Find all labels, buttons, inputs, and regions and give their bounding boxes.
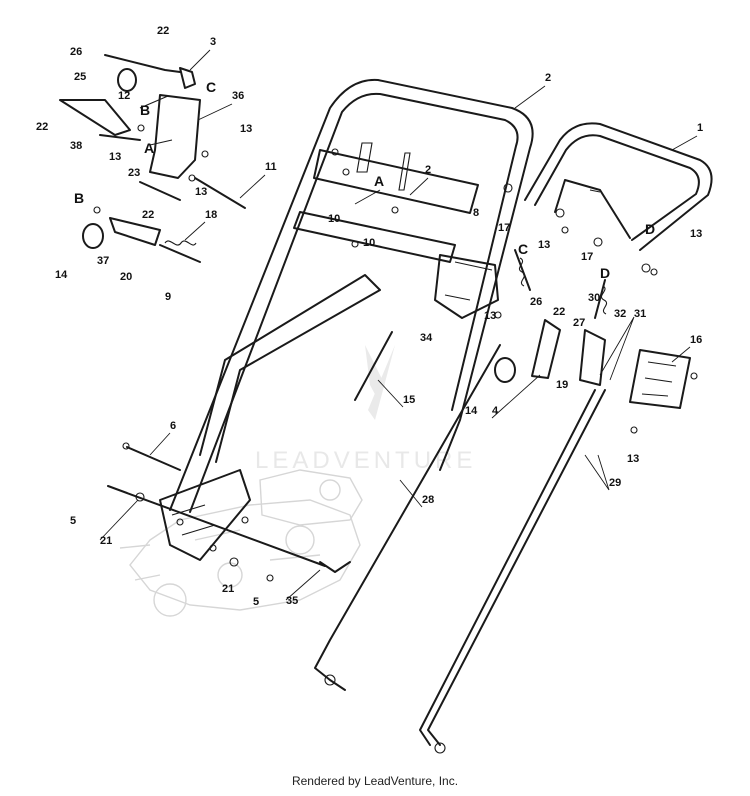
callout-c-A1: A — [144, 140, 154, 156]
callout-c-22a: 22 — [157, 25, 169, 37]
callout-c-A2: A — [374, 173, 384, 189]
callout-c-13a: 13 — [240, 123, 252, 135]
callout-c-28: 28 — [422, 494, 434, 506]
callout-c-22c: 22 — [142, 209, 154, 221]
watermark-text: LEADVENTURE — [255, 447, 476, 474]
callout-c-13e: 13 — [690, 228, 702, 240]
callout-c-26a: 26 — [70, 46, 82, 58]
callout-c-5a: 5 — [70, 515, 76, 527]
callout-c-32: 32 — [614, 308, 626, 320]
callout-c-2a: 2 — [545, 72, 551, 84]
callout-c-38: 38 — [70, 140, 82, 152]
callout-c-15: 15 — [403, 394, 415, 406]
callout-c-21b: 21 — [222, 583, 234, 595]
left-control-assembly — [59, 54, 246, 263]
callout-c-23: 23 — [128, 167, 140, 179]
callout-c-13g: 13 — [627, 453, 639, 465]
pin-6-and-hardware — [107, 442, 351, 582]
callout-c-D1: D — [645, 221, 655, 237]
callout-c-21a: 21 — [100, 535, 112, 547]
callout-c-31: 31 — [634, 308, 646, 320]
callout-c-9: 9 — [165, 291, 171, 303]
watermark: LEADVENTURE — [255, 345, 476, 474]
callout-c-18: 18 — [205, 209, 217, 221]
callout-c-22b: 22 — [36, 121, 48, 133]
callout-c-29: 29 — [609, 477, 621, 489]
callout-c-34: 34 — [420, 332, 433, 344]
callout-c-13d: 13 — [538, 239, 550, 251]
callout-c-C2: C — [518, 241, 528, 257]
callout-c-4: 4 — [492, 405, 499, 417]
callout-c-B1: B — [140, 102, 150, 118]
callout-c-10b: 10 — [363, 237, 375, 249]
callout-c-14a: 14 — [55, 269, 68, 281]
callout-c-20: 20 — [120, 271, 132, 283]
callout-c-22d: 22 — [553, 306, 565, 318]
right-control-assembly — [434, 183, 698, 434]
callout-c-2b: 2 — [425, 164, 431, 176]
callout-c-8: 8 — [473, 207, 479, 219]
callout-c-12: 12 — [118, 90, 130, 102]
leader-lines — [99, 49, 698, 601]
callout-c-D2: D — [600, 265, 610, 281]
control-cables — [314, 344, 606, 754]
footer-credit: Rendered by LeadVenture, Inc. — [291, 774, 459, 788]
callout-c-10a: 10 — [328, 213, 340, 225]
callout-c-13f: 13 — [484, 310, 496, 322]
upper-bail — [524, 122, 713, 251]
callout-c-B2: B — [74, 190, 84, 206]
callout-c-6: 6 — [170, 420, 176, 432]
callout-c-11: 11 — [265, 161, 277, 173]
callout-c-26b: 26 — [530, 296, 542, 308]
callout-c-13b: 13 — [109, 151, 121, 163]
callout-c-14b: 14 — [465, 405, 478, 417]
callout-c-17b: 17 — [581, 251, 593, 263]
callout-c-35: 35 — [286, 595, 298, 607]
transmission-ghost — [119, 469, 363, 617]
callout-c-16: 16 — [690, 334, 702, 346]
callout-c-5b: 5 — [253, 596, 259, 608]
callout-c-1: 1 — [697, 122, 703, 134]
callout-c-27: 27 — [573, 317, 585, 329]
callout-c-25: 25 — [74, 71, 86, 83]
rod-15 — [354, 331, 393, 401]
callout-c-19: 19 — [556, 379, 568, 391]
callout-c-17a: 17 — [498, 222, 510, 234]
exploded-parts-diagram: LEADVENTURE — [36, 25, 713, 754]
callout-c-3: 3 — [210, 36, 216, 48]
callout-c-37: 37 — [97, 255, 109, 267]
callout-c-30: 30 — [588, 292, 600, 304]
callout-c-C1: C — [206, 79, 216, 95]
callout-c-36: 36 — [232, 90, 244, 102]
main-handle — [159, 78, 534, 561]
callout-c-13c: 13 — [195, 186, 207, 198]
